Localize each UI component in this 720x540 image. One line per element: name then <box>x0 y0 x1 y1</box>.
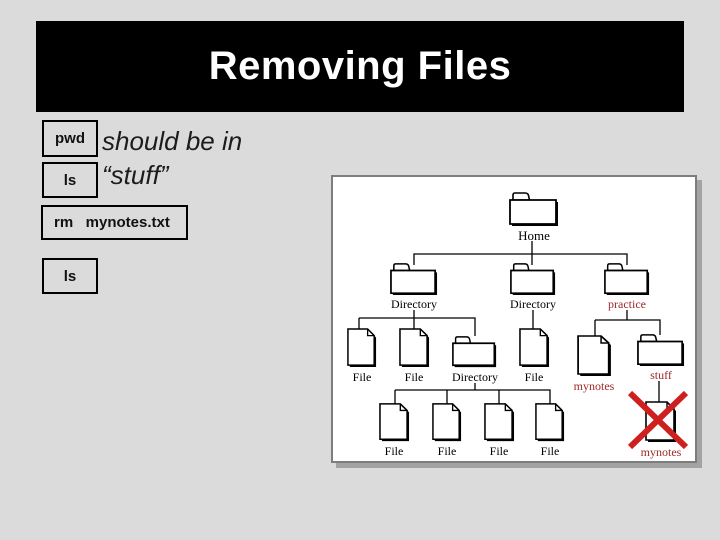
title-banner: Removing Files <box>36 21 684 112</box>
folder-icon <box>637 334 685 367</box>
annotation-line2: “stuff” <box>102 160 169 190</box>
file-icon <box>432 403 462 442</box>
command-label: ls <box>63 267 77 285</box>
delete-cross-icon <box>627 390 689 450</box>
file-icon <box>399 328 430 368</box>
node-home <box>509 191 559 227</box>
node-label-directory3: Directory <box>452 370 498 384</box>
command-box-pwd: pwd <box>42 120 98 157</box>
annotation-text: should be in “stuff” <box>102 124 242 192</box>
command-box-ls-2: ls <box>42 258 98 294</box>
node-file7 <box>535 403 565 442</box>
tree-connector-lines <box>358 241 661 404</box>
node-file1 <box>347 328 377 368</box>
folder-icon <box>509 192 558 226</box>
command-label: rm mynotes.txt <box>54 214 170 231</box>
command-box-rm-mynotes: rm mynotes.txt <box>41 205 188 240</box>
slide-title: Removing Files <box>208 44 512 88</box>
filesystem-diagram-panel: Home Directory Directory pr <box>331 175 697 463</box>
annotation-line1: should be in <box>102 126 243 156</box>
node-label-directory1: Directory <box>391 297 437 311</box>
node-file4 <box>379 403 410 442</box>
node-label-mynotes-practice: mynotes <box>573 379 615 393</box>
node-mynotes-practice <box>577 335 612 377</box>
node-directory3 <box>452 335 497 368</box>
node-label-practice: practice <box>608 297 646 311</box>
file-icon <box>484 403 515 442</box>
file-icon <box>379 403 410 442</box>
node-file6 <box>484 403 515 442</box>
node-label-file4: File <box>384 444 404 458</box>
node-label-directory2: Directory <box>510 297 556 311</box>
node-label-file1: File <box>352 370 372 384</box>
node-label-mynotes-deleted: mynotes <box>640 445 682 459</box>
folder-icon <box>390 263 438 296</box>
node-stuff <box>637 333 685 367</box>
file-icon <box>535 403 565 442</box>
node-file5 <box>432 403 462 442</box>
folder-icon <box>452 336 497 368</box>
node-label-file6: File <box>489 444 509 458</box>
node-file2 <box>399 328 430 368</box>
node-label-home: Home <box>518 228 550 243</box>
file-icon <box>519 328 550 368</box>
node-label-file5: File <box>437 444 457 458</box>
folder-icon <box>510 263 556 296</box>
folder-icon <box>604 263 650 296</box>
command-label: pwd <box>55 130 85 147</box>
node-label-stuff: stuff <box>650 368 672 382</box>
file-icon <box>347 328 377 368</box>
node-label-file2: File <box>404 370 424 384</box>
node-directory1 <box>390 262 438 296</box>
command-label: ls <box>63 171 77 189</box>
node-label-file7: File <box>540 444 560 458</box>
node-directory2 <box>510 262 556 296</box>
node-label-file3: File <box>524 370 544 384</box>
command-box-ls-1: ls <box>42 162 98 198</box>
node-practice <box>604 262 650 296</box>
file-icon <box>577 335 611 376</box>
node-file3 <box>519 328 550 368</box>
